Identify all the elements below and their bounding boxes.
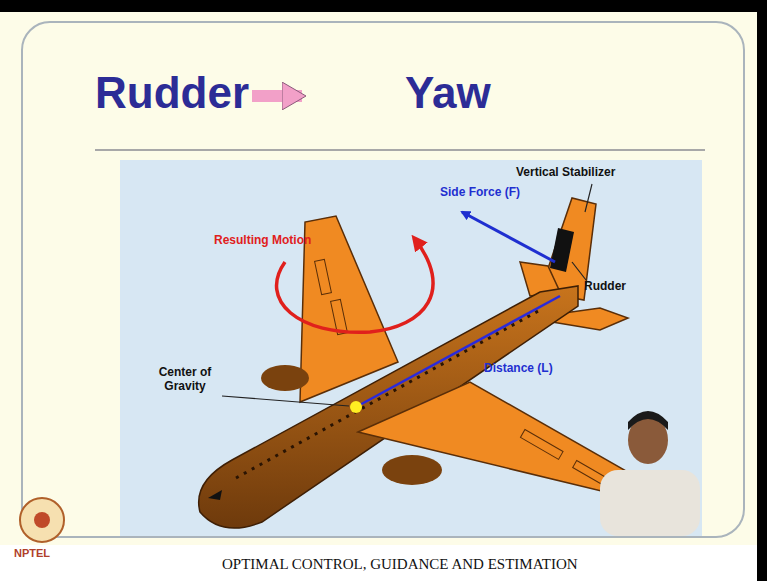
force-label: Side Force (F) <box>440 186 520 200</box>
rotation-arrow <box>277 238 434 332</box>
part-label: Rudder <box>584 280 626 294</box>
logo-emblem <box>34 512 50 528</box>
logo-emblem <box>20 498 64 542</box>
near-wing <box>358 382 642 496</box>
leader-line <box>222 396 349 406</box>
rudder-surface <box>550 228 574 272</box>
part-label: Vertical Stabilizer <box>516 166 615 180</box>
title-word: Yaw <box>405 68 491 119</box>
wing-flap <box>520 430 563 460</box>
cockpit-window <box>208 490 222 500</box>
illustration-panel <box>120 160 702 536</box>
center-of-gravity-dot <box>350 401 362 413</box>
fuselage <box>199 286 578 528</box>
slide-ground <box>0 12 757 581</box>
slide-frame <box>22 22 744 537</box>
engine <box>261 365 309 391</box>
dimension-label: Distance (L) <box>484 362 553 376</box>
wing-flap <box>315 259 332 294</box>
title-rule <box>95 149 705 151</box>
title-arrow <box>252 90 302 102</box>
logo-text: NPTEL <box>14 547 50 560</box>
presenter-shirt <box>600 470 700 536</box>
presenter-hair <box>628 411 668 430</box>
title-word: Rudder <box>95 68 249 119</box>
motion-label: Resulting Motion <box>214 234 311 248</box>
footer-caption: OPTIMAL CONTROL, GUIDANCE AND ESTIMATION <box>222 556 578 573</box>
distance-line <box>356 296 560 407</box>
leader-line <box>572 262 586 280</box>
far-wing <box>300 216 398 402</box>
engine <box>382 455 442 485</box>
part-label: Center of Gravity <box>148 366 222 394</box>
footer-bar <box>0 545 757 581</box>
leader-line <box>585 184 592 212</box>
side-force-arrow <box>462 212 555 262</box>
